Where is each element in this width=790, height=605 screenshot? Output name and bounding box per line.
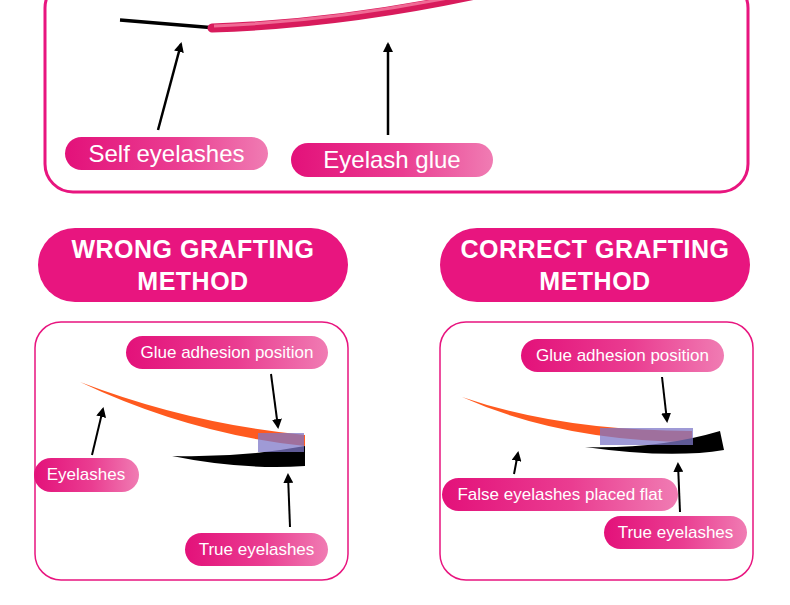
section-heading: WRONG GRAFTING METHOD (38, 228, 348, 302)
callout-pill: Eyelashes (34, 458, 139, 492)
section-heading: CORRECT GRAFTING METHOD (440, 228, 750, 302)
callout-text: Self eyelashes (88, 140, 244, 168)
callout-pill: Glue adhesion position (521, 339, 724, 372)
callout-pill: Glue adhesion position (126, 336, 328, 369)
top-panel (45, 0, 748, 192)
leader-arrow (514, 453, 518, 474)
natural-lash (120, 20, 216, 28)
glue-area (600, 428, 693, 445)
callout-text: Eyelashes (47, 465, 125, 485)
callout-pill: True eyelashes (185, 533, 328, 566)
callout-pill: True eyelashes (604, 516, 747, 549)
callout-pill: Self eyelashes (65, 137, 268, 170)
leader-arrow (387, 44, 390, 135)
callout-text: Eyelash glue (323, 146, 460, 174)
callout-pill: False eyelashes placed flat (442, 478, 678, 511)
glue-area (258, 433, 304, 452)
callout-pill: Eyelash glue (291, 143, 493, 177)
callout-text: True eyelashes (199, 540, 315, 560)
leader-arrow (662, 377, 667, 421)
leader-arrow (158, 44, 181, 130)
leader-arrow (678, 464, 680, 512)
callout-text: True eyelashes (618, 523, 734, 543)
heading-text: WRONG GRAFTING METHOD (52, 233, 334, 297)
callout-text: Glue adhesion position (536, 346, 709, 366)
leader-arrow (288, 475, 290, 527)
callout-text: Glue adhesion position (141, 343, 314, 363)
leader-arrow (271, 374, 278, 427)
wrong-panel (35, 322, 348, 580)
heading-text: CORRECT GRAFTING METHOD (454, 233, 736, 297)
correct-panel (440, 322, 753, 580)
callout-text: False eyelashes placed flat (457, 485, 662, 505)
leader-arrow (92, 409, 103, 455)
glue-highlight (214, 0, 478, 26)
